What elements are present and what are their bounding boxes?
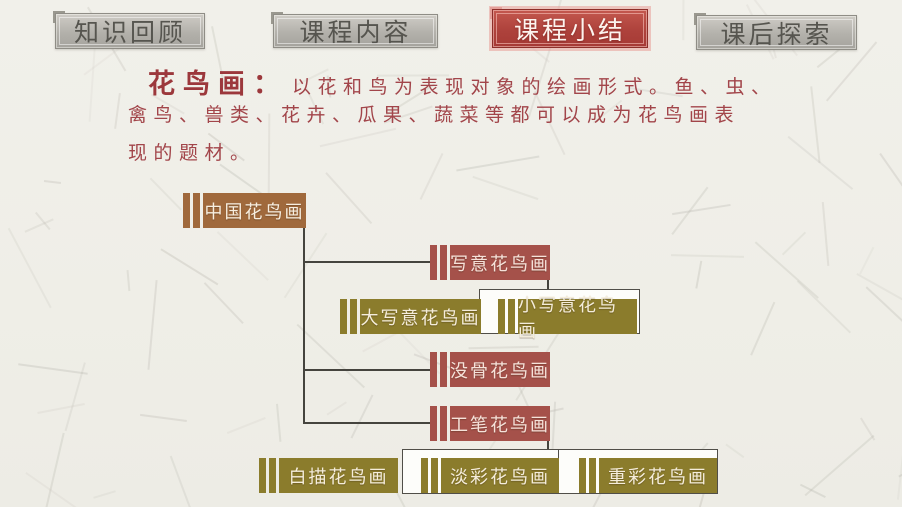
accent-bar bbox=[589, 458, 596, 493]
node-xieyi: 写意花鸟画 bbox=[430, 245, 550, 280]
node-root-label: 中国花鸟画 bbox=[203, 193, 306, 228]
connector-drop-xieyi bbox=[547, 279, 549, 291]
tab-course-summary[interactable]: 课程小结 bbox=[490, 7, 648, 48]
connector-branch-mogu bbox=[303, 369, 430, 371]
node-xiaoxieyi-label: 小写意花鸟画 bbox=[518, 295, 637, 341]
node-zhongcai: 重彩花鸟画 bbox=[579, 458, 717, 493]
connector-branch-xieyi bbox=[303, 261, 430, 263]
accent-bar bbox=[269, 458, 276, 493]
node-gongbi: 工笔花鸟画 bbox=[430, 406, 550, 441]
node-root: 中国花鸟画 bbox=[183, 193, 306, 228]
accent-bar bbox=[421, 458, 428, 493]
accent-bar bbox=[430, 352, 437, 387]
node-dancai-label: 淡彩花鸟画 bbox=[441, 458, 559, 493]
node-mogu: 没骨花鸟画 bbox=[430, 352, 550, 387]
accent-bar bbox=[350, 299, 357, 334]
accent-bar bbox=[431, 458, 438, 493]
node-xiaoxieyi: 小写意花鸟画 bbox=[498, 295, 637, 341]
accent-bar bbox=[340, 299, 347, 334]
accent-bar bbox=[440, 406, 447, 441]
intro-line-3: 现的题材。 bbox=[128, 143, 256, 164]
node-daxieyi-label: 大写意花鸟画 bbox=[360, 299, 481, 334]
accent-bar bbox=[440, 245, 447, 280]
accent-bar bbox=[193, 193, 200, 228]
accent-bar bbox=[183, 193, 190, 228]
node-daxieyi: 大写意花鸟画 bbox=[340, 299, 481, 334]
intro-paragraph: 花鸟画： 以花和鸟为表现对象的绘画形式。鱼、虫、 禽鸟、兽类、花卉、瓜果、蔬菜等… bbox=[128, 62, 777, 176]
connector-trunk bbox=[303, 228, 305, 424]
node-baimiao: 白描花鸟画 bbox=[259, 458, 398, 493]
tab-knowledge-review[interactable]: 知识回顾 bbox=[53, 11, 205, 49]
node-xieyi-label: 写意花鸟画 bbox=[450, 245, 550, 280]
node-zhongcai-label: 重彩花鸟画 bbox=[599, 458, 717, 493]
node-baimiao-label: 白描花鸟画 bbox=[279, 458, 398, 493]
accent-bar bbox=[430, 245, 437, 280]
connector-drop-gongbi bbox=[547, 440, 549, 451]
node-dancai: 淡彩花鸟画 bbox=[421, 458, 559, 493]
accent-bar bbox=[508, 299, 515, 334]
accent-bar bbox=[430, 406, 437, 441]
accent-bar bbox=[440, 352, 447, 387]
intro-line-1: 花鸟画： 以花和鸟为表现对象的绘画形式。鱼、虫、 bbox=[148, 62, 777, 100]
node-gongbi-label: 工笔花鸟画 bbox=[450, 406, 550, 441]
accent-bar bbox=[259, 458, 266, 493]
accent-bar bbox=[579, 458, 586, 493]
accent-bar bbox=[498, 299, 505, 334]
node-mogu-label: 没骨花鸟画 bbox=[450, 352, 550, 387]
tab-after-class-exploration[interactable]: 课后探索 bbox=[694, 13, 857, 50]
tab-course-content[interactable]: 课程内容 bbox=[271, 12, 438, 48]
intro-line-2: 禽鸟、兽类、花卉、瓜果、蔬菜等都可以成为花鸟画表 bbox=[128, 105, 741, 126]
intro-line-1-text: 以花和鸟为表现对象的绘画形式。鱼、虫、 bbox=[292, 77, 777, 98]
intro-heading: 花鸟画： bbox=[148, 69, 288, 99]
connector-branch-gongbi bbox=[303, 422, 430, 424]
